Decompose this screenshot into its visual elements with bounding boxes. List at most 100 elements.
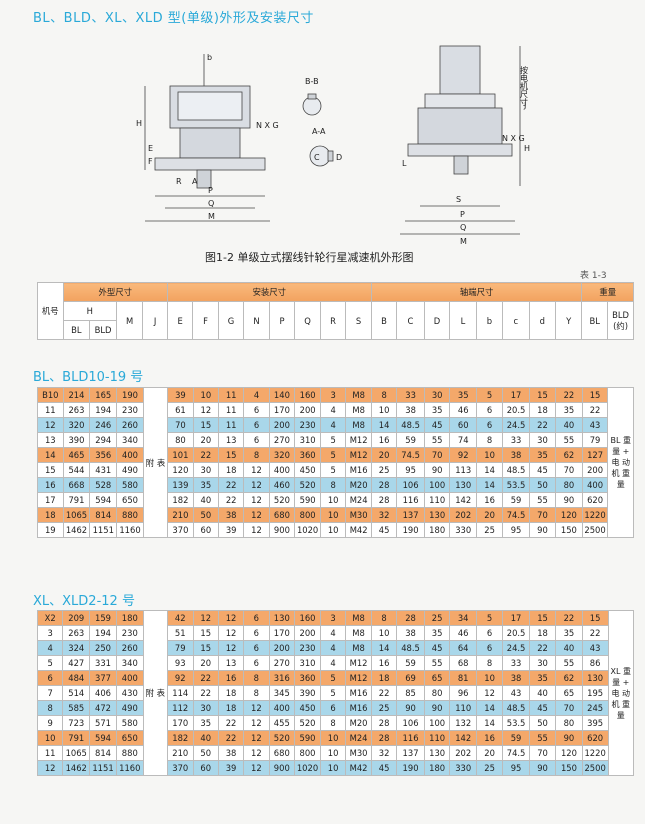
table-cell: 70 [555, 462, 583, 478]
table-cell: 74.5 [502, 745, 530, 761]
header-h-bl: BL [62, 320, 91, 340]
table-cell: 45 [528, 700, 557, 716]
table-cell: 1160 [115, 760, 144, 776]
table-cell: 24.5 [502, 640, 530, 656]
table-cell: 7 [36, 685, 64, 701]
table-cell: 514 [62, 685, 91, 701]
table-cell: 195 [581, 685, 609, 701]
table-cell: 55 [423, 432, 451, 448]
header-shaft-c-lower: c [502, 301, 530, 340]
table-label: 表 1-3 [580, 271, 607, 281]
table-cell: 5 [319, 670, 347, 686]
table-cell: 210 [167, 507, 194, 523]
table-cell: 190 [396, 760, 425, 776]
table-cell: 20 [370, 447, 398, 463]
table-cell: 324 [62, 640, 91, 656]
table-cell: 590 [294, 492, 322, 508]
header-shaft-d-lower: d [528, 301, 557, 340]
table-cell: 4 [243, 387, 270, 403]
table-cell: 14 [475, 477, 504, 493]
bl-section-title: BL、BLD10-19 号 [33, 370, 144, 385]
table-cell: 48.5 [396, 417, 425, 433]
table-cell: 39 [167, 387, 194, 403]
table-cell: 2500 [581, 522, 609, 538]
table-cell: 571 [89, 715, 117, 731]
table-cell: 880 [116, 507, 144, 523]
table-cell: 110 [423, 730, 451, 746]
table-cell: 70 [555, 700, 583, 716]
table-cell: 50 [528, 715, 557, 731]
table-cell: 101 [167, 447, 194, 463]
table-cell: 62 [555, 447, 583, 463]
table-cell: 130 [268, 610, 296, 626]
table-cell: 14 [475, 700, 504, 716]
table-cell: 520 [294, 477, 322, 493]
table-cell: M8 [345, 640, 372, 656]
table-cell: 15 [37, 462, 64, 478]
table-cell: M12 [345, 432, 372, 448]
table-cell: 110 [449, 700, 477, 716]
table-cell: 10 [192, 387, 220, 403]
xl-section-title: XL、XLD2-12 号 [33, 594, 135, 609]
table-cell: 70 [528, 507, 557, 523]
reducer-front-view [144, 54, 270, 222]
table-cell: 12 [243, 477, 270, 493]
table-cell: 159 [89, 610, 117, 626]
table-cell: 33 [502, 432, 530, 448]
table-cell: 180 [423, 522, 451, 538]
table-cell: 5 [36, 655, 64, 671]
table-cell: 20 [192, 655, 219, 671]
header-j: J [142, 301, 168, 340]
table-cell: 96 [449, 685, 477, 701]
table-cell: 465 [62, 447, 91, 463]
table-cell: 10 [319, 730, 347, 746]
table-cell: 90 [555, 492, 583, 508]
table-cell: 8 [36, 700, 64, 716]
table-cell: 38 [396, 402, 425, 418]
table-cell: M16 [345, 685, 372, 701]
table-cell: 18 [37, 507, 64, 523]
table-cell: 48.5 [502, 462, 530, 478]
header-h: H [62, 301, 117, 321]
table-cell: 43 [581, 640, 609, 656]
table-cell: 22 [192, 670, 219, 686]
label-e: E [148, 144, 153, 153]
table-cell: 22 [581, 625, 609, 641]
table-cell: 46 [449, 402, 477, 418]
table-cell: 45 [370, 522, 398, 538]
table-cell: 814 [89, 507, 118, 523]
table-cell: 194 [89, 402, 118, 418]
table-cell: 6 [243, 402, 270, 418]
table-cell: 395 [581, 715, 609, 731]
table-cell: 45 [528, 462, 557, 478]
table-cell: 16 [475, 730, 504, 746]
table-cell: 182 [167, 492, 194, 508]
table-cell: 95 [502, 522, 530, 538]
table-cell: 95 [396, 462, 425, 478]
table-cell: 55 [528, 730, 557, 746]
table-cell: 19 [37, 522, 64, 538]
table-cell: 1020 [294, 522, 322, 538]
table-cell: 245 [581, 700, 609, 716]
table-cell: 92 [166, 670, 194, 686]
table-cell: 170 [166, 715, 194, 731]
table-cell: 12 [243, 730, 270, 746]
table-cell: M12 [345, 447, 372, 463]
table-cell: 4 [319, 655, 347, 671]
label-q: Q [208, 199, 214, 208]
label-d: D [336, 153, 342, 162]
table-cell: 200 [581, 462, 609, 478]
table-cell: 140 [268, 387, 296, 403]
table-cell: 8 [370, 387, 398, 403]
table-cell: 1462 [62, 522, 91, 538]
table-cell: 490 [116, 462, 144, 478]
table-cell: 6 [475, 625, 504, 641]
table-cell: 35 [423, 625, 451, 641]
table-cell: 680 [268, 745, 296, 761]
table-cell: 40 [192, 492, 220, 508]
table-cell: 22 [528, 640, 557, 656]
